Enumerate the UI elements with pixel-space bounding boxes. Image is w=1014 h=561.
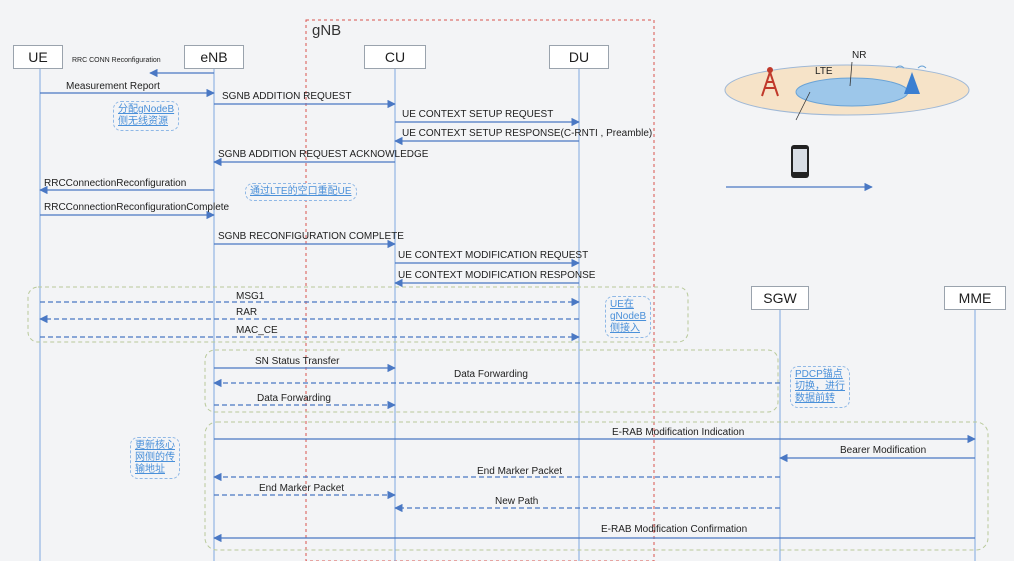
msg-erab-modification-confirmation: E-RAB Modification Confirmation	[601, 524, 747, 535]
msg-rrc-connection-reconfiguration: RRCConnectionReconfiguration	[44, 178, 186, 189]
msg-ue-context-setup-request: UE CONTEXT SETUP REQUEST	[402, 109, 553, 120]
msg-erab-modification-indication: E-RAB Modification Indication	[612, 427, 744, 438]
msg-msg1: MSG1	[236, 291, 264, 302]
msg-rrc-conn-reconfig: RRC CONN Reconfiguration	[72, 57, 161, 64]
msg-sgnb-addition-request: SGNB ADDITION REQUEST	[222, 91, 351, 102]
msg-sn-status-transfer: SN Status Transfer	[255, 356, 339, 367]
msg-data-forwarding-2: Data Forwarding	[257, 393, 331, 404]
random-access-group	[28, 287, 688, 342]
nr-label: NR	[852, 50, 866, 61]
msg-ue-context-modification-request: UE CONTEXT MODIFICATION REQUEST	[398, 250, 588, 261]
msg-new-path: New Path	[495, 496, 538, 507]
cu-entity: CU	[364, 45, 426, 69]
phone-icon	[791, 145, 809, 178]
du-entity: DU	[549, 45, 609, 69]
nr-coverage	[796, 78, 908, 106]
gnb-label: gNB	[312, 22, 341, 39]
msg-end-marker-packet-1: End Marker Packet	[477, 466, 562, 477]
msg-mac-ce: MAC_CE	[236, 325, 278, 336]
lte-label: LTE	[815, 66, 833, 77]
note-pdcp: PDCP锚点切换，进行数据前转	[790, 366, 850, 408]
msg-rar: RAR	[236, 307, 257, 318]
ue-entity: UE	[13, 45, 63, 69]
msg-bearer-modification: Bearer Modification	[840, 445, 926, 456]
gnb-region	[306, 20, 654, 561]
mme-entity: MME	[944, 286, 1006, 310]
sgw-entity: SGW	[751, 286, 809, 310]
enb-entity: eNB	[184, 45, 244, 69]
msg-measurement-report: Measurement Report	[66, 81, 160, 92]
note-core: 更新核心网侧的传输地址	[130, 437, 180, 479]
msg-end-marker-packet-2: End Marker Packet	[259, 483, 344, 494]
msg-sgnb-addition-ack: SGNB ADDITION REQUEST ACKNOWLEDGE	[218, 149, 428, 160]
note-lte-air: 通过LTE的空口重配UE	[245, 183, 357, 201]
msg-rrc-connection-reconfiguration-complete: RRCConnectionReconfigurationComplete	[44, 202, 229, 213]
msg-data-forwarding-1: Data Forwarding	[454, 369, 528, 380]
msg-ue-context-modification-response: UE CONTEXT MODIFICATION RESPONSE	[398, 270, 595, 281]
msg-ue-context-setup-response: UE CONTEXT SETUP RESPONSE(C-RNTI , Pream…	[402, 128, 652, 139]
msg-sgnb-reconfiguration-complete: SGNB RECONFIGURATION COMPLETE	[218, 231, 404, 242]
